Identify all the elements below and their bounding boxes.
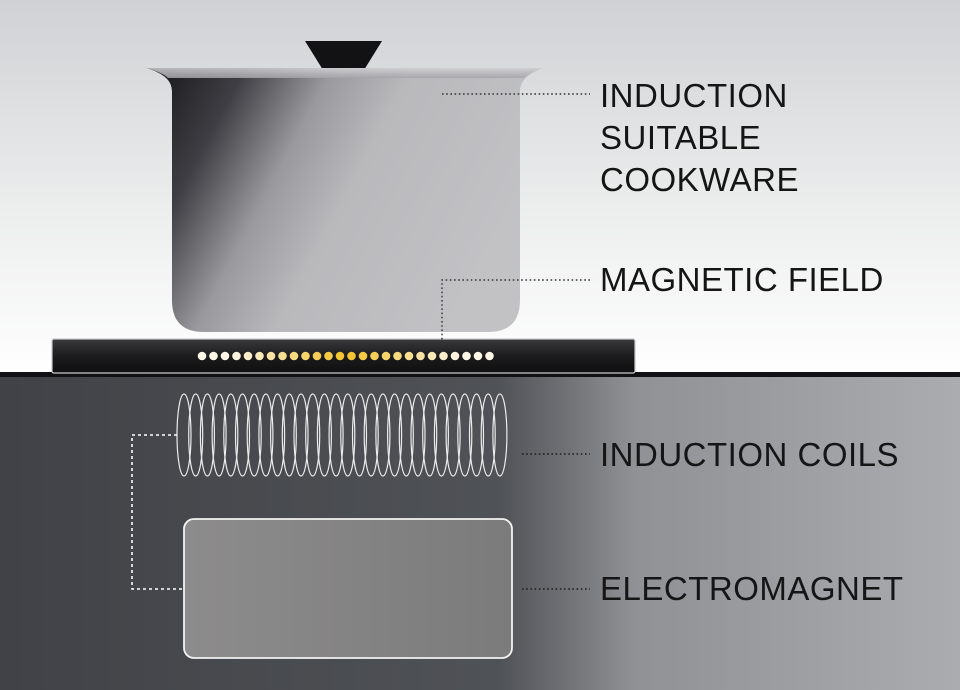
cooking-pot-icon: [147, 41, 543, 332]
magnetic-field-dot: [358, 351, 368, 361]
cookware-label-line-1: INDUCTION: [600, 77, 788, 114]
induction-coils-label: INDUCTION COILS: [600, 436, 900, 473]
magnetic-field-dot: [381, 351, 391, 361]
magnetic-field-dot: [220, 351, 230, 361]
magnetic-field-dot: [278, 351, 287, 361]
coil-loop-icon: [480, 393, 496, 477]
coil-loop-icon: [293, 393, 309, 477]
magnetic-field-dot: [347, 351, 356, 361]
magnetic-field-dot: [266, 351, 276, 361]
magnetic-field-dot: [473, 351, 483, 361]
coil-loop-icon: [211, 393, 227, 477]
coil-loop-icon: [188, 393, 204, 477]
magnetic-field-dots: [197, 351, 494, 361]
magnetic-field-dot: [255, 351, 264, 361]
magnetic-field-dot: [427, 351, 437, 361]
coil-loop-icon: [457, 393, 473, 477]
magnetic-field-dot: [370, 351, 379, 361]
coil-loop-icon: [398, 393, 414, 477]
coil-loop-icon: [351, 393, 368, 477]
magnetic-field-dot: [393, 351, 402, 361]
coil-loop-icon: [445, 393, 461, 477]
cookware-label-line-3: COOKWARE: [600, 161, 799, 198]
coil-loop-icon: [328, 393, 344, 477]
magnetic-field-dot: [324, 351, 333, 361]
coil-loop-icon: [433, 393, 449, 477]
magnetic-field-dot: [301, 351, 310, 361]
coil-loop-icon: [340, 393, 356, 477]
magnetic-field-dot: [209, 351, 218, 361]
counter-edge: [0, 372, 960, 377]
coil-loop-icon: [199, 393, 215, 477]
coil-loop-icon: [468, 393, 485, 477]
coil-loop-icon: [387, 393, 403, 477]
magnetic-field-label: MAGNETIC FIELD: [600, 261, 884, 298]
coil-loop-icon: [246, 393, 262, 477]
coil-loop-icon: [363, 393, 379, 477]
magnetic-field-dot: [335, 351, 345, 361]
coil-loop-icon: [410, 393, 426, 477]
magnetic-field-dot: [450, 351, 460, 361]
coil-loop-icon: [492, 393, 508, 477]
magnetic-field-dot: [462, 351, 471, 361]
magnetic-field-dot: [485, 351, 494, 361]
cookware-label-line-2: SUITABLE: [600, 119, 762, 156]
coil-loop-icon: [422, 393, 438, 477]
induction-coil-group: [176, 393, 508, 477]
coil-wire: [131, 434, 184, 590]
electromagnet-label: ELECTROMAGNET: [600, 570, 904, 607]
coil-loop-icon: [375, 393, 391, 477]
magnetic-field-dot: [416, 351, 425, 361]
cookware-label: INDUCTION SUITABLE COOKWARE: [600, 75, 799, 201]
magnetic-field-dot: [232, 351, 241, 361]
pot-rim: [147, 68, 543, 78]
coil-loop-icon: [270, 393, 286, 477]
coil-loop-icon: [281, 393, 297, 477]
electromagnet-block: [183, 518, 513, 659]
pot-handle-knob: [305, 41, 382, 70]
magnetic-field-dot: [312, 351, 322, 361]
magnetic-field-dot: [404, 351, 414, 361]
coil-loop-icon: [305, 393, 321, 477]
magnetic-field-dot: [243, 351, 253, 361]
coil-loop-icon: [223, 393, 239, 477]
coil-loop-icon: [234, 393, 251, 477]
pot-body: [147, 68, 543, 332]
coil-loop-icon: [316, 393, 332, 477]
magnetic-field-dot: [289, 351, 299, 361]
coil-loop-icon: [258, 393, 274, 477]
magnetic-field-dot: [197, 351, 207, 361]
magnetic-field-leader-line: [441, 279, 590, 352]
magnetic-field-dot: [439, 351, 448, 361]
